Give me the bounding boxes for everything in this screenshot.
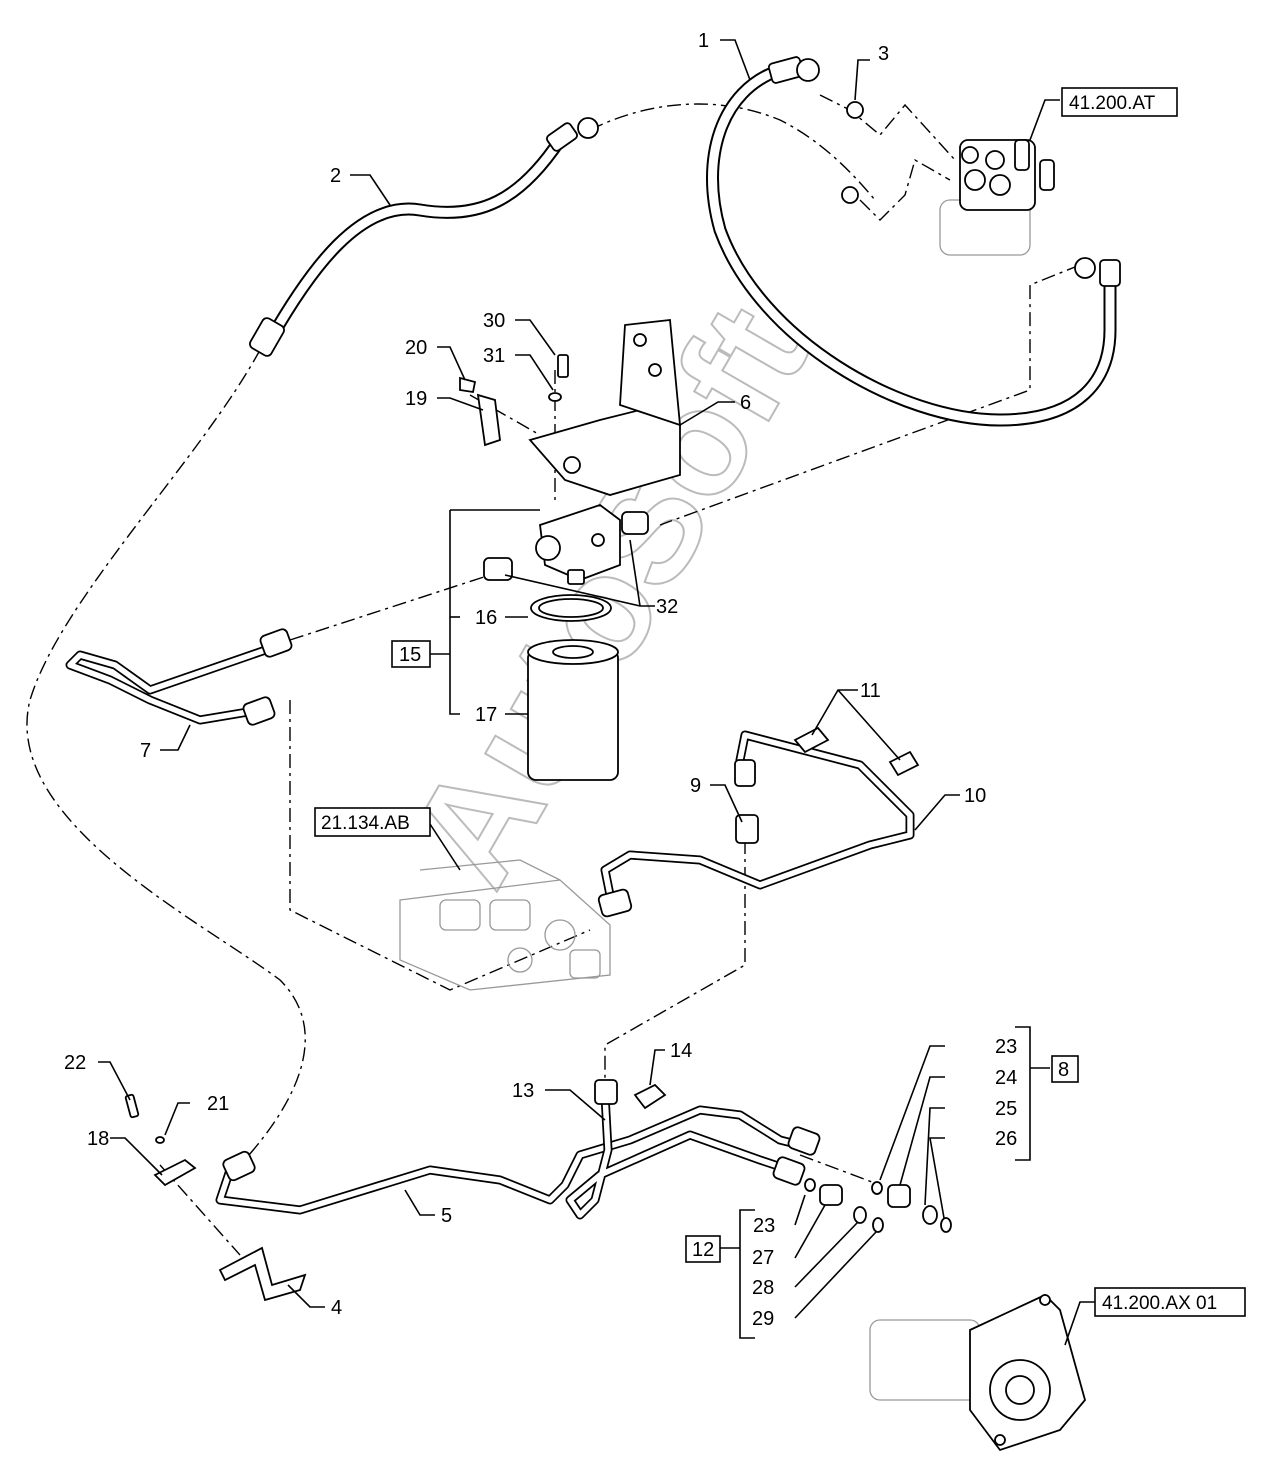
ref-label-steering-unit: 41.200.AT — [1069, 93, 1156, 114]
callout-15: 15 — [399, 644, 421, 666]
callout-7: 7 — [140, 740, 151, 762]
callout-26: 26 — [995, 1128, 1017, 1150]
callout-24: 24 — [995, 1067, 1017, 1089]
ref-label-control-valve: 21.134.AB — [321, 813, 410, 834]
ref-box-control-valve: 21.134.AB — [314, 807, 431, 837]
callout-14: 14 — [670, 1040, 692, 1062]
callout-8: 8 — [1058, 1059, 1069, 1081]
hose-2 — [249, 117, 599, 357]
callout-21: 21 — [207, 1093, 229, 1115]
callout-25: 25 — [995, 1098, 1017, 1120]
bracket-6 — [459, 319, 682, 496]
callout-13: 13 — [512, 1080, 534, 1102]
callout-11: 11 — [860, 680, 881, 702]
callout-18: 18 — [87, 1128, 109, 1150]
callout-28: 28 — [752, 1277, 774, 1299]
callout-17: 17 — [475, 704, 497, 726]
callout-9: 9 — [690, 775, 701, 797]
callout-29: 29 — [752, 1308, 774, 1330]
pipe-10 — [597, 726, 920, 918]
callout-4: 4 — [331, 1297, 342, 1319]
callout-numbers: 1 2 3 4 5 6 7 9 10 11 13 14 16 17 18 19 … — [64, 30, 1017, 1330]
bracket-4 — [124, 1093, 307, 1302]
ref-box-steering-unit: 41.200.AT — [1061, 87, 1178, 117]
steering-unit-ghost — [841, 101, 1055, 256]
leader-lines — [98, 39, 1095, 1346]
callout-2: 2 — [330, 165, 341, 187]
ref-box-pump: 41.200.AX 01 — [1094, 1287, 1246, 1317]
pump-ghost — [869, 1293, 1086, 1452]
control-valve-ghost — [399, 859, 611, 991]
callout-20: 20 — [405, 337, 427, 359]
pipe-5-13 — [215, 1079, 821, 1220]
callout-box-8: 8 — [1051, 1055, 1079, 1083]
callout-27: 27 — [752, 1247, 774, 1269]
watermark: AutoSoft — [377, 279, 839, 911]
callout-box-15: 15 — [391, 640, 431, 668]
callout-23-right: 23 — [995, 1036, 1017, 1058]
callout-box-12: 12 — [685, 1235, 721, 1263]
callout-19: 19 — [405, 388, 427, 410]
callout-1: 1 — [698, 30, 709, 52]
filter-assembly — [483, 503, 649, 781]
callout-5: 5 — [441, 1205, 452, 1227]
callout-10: 10 — [964, 785, 986, 807]
callout-16: 16 — [475, 607, 497, 629]
callout-22: 22 — [64, 1052, 86, 1074]
pipe-7 — [65, 628, 293, 726]
callout-6: 6 — [740, 392, 751, 414]
hose-1 — [706, 56, 1121, 427]
callout-32: 32 — [656, 596, 678, 618]
callout-30: 30 — [483, 310, 505, 332]
ref-label-pump: 41.200.AX 01 — [1102, 1293, 1217, 1314]
adapters-and-seals — [804, 1178, 952, 1233]
callout-31: 31 — [483, 345, 505, 367]
callout-12: 12 — [692, 1239, 714, 1261]
callout-23-left: 23 — [753, 1215, 775, 1237]
callout-3: 3 — [878, 43, 889, 65]
